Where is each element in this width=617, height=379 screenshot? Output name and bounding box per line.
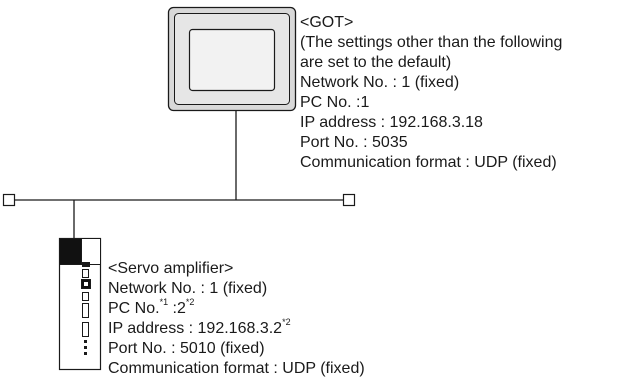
got-settings: <GOT> (The settings other than the follo… bbox=[300, 13, 562, 173]
servo-ip-address: IP address : 192.168.3.2*2 bbox=[108, 316, 365, 339]
got-ip-address: IP address : 192.168.3.18 bbox=[300, 114, 483, 131]
got-panel-icon bbox=[167, 6, 297, 112]
network-cable bbox=[14, 111, 344, 238]
got-network-no: Network No. : 1 (fixed) bbox=[300, 74, 460, 91]
left-terminator-icon bbox=[2, 193, 16, 207]
servo-amplifier-icon bbox=[58, 237, 102, 371]
servo-pc-no: PC No.*1 :2*2 bbox=[108, 296, 365, 319]
got-pc-no: PC No. :1 bbox=[300, 94, 370, 111]
got-line-2: are set to the default) bbox=[300, 54, 452, 71]
servo-pc-note-1: *1 bbox=[159, 296, 169, 307]
servo-port-no: Port No. : 5010 (fixed) bbox=[108, 340, 265, 357]
right-terminator-icon bbox=[342, 193, 356, 207]
servo-title: <Servo amplifier> bbox=[108, 260, 234, 277]
servo-settings: <Servo amplifier> Network No. : 1 (fixed… bbox=[108, 259, 365, 379]
got-port-no: Port No. : 5035 bbox=[300, 134, 408, 151]
servo-ip-label: IP address : 192.168.3.2 bbox=[108, 320, 283, 337]
servo-pc-label: PC No. bbox=[108, 300, 160, 317]
servo-pc-value: :2 bbox=[168, 300, 186, 317]
got-line-1: (The settings other than the following bbox=[300, 34, 563, 51]
servo-pc-note-2: *2 bbox=[185, 296, 195, 307]
got-title: <GOT> bbox=[300, 14, 354, 31]
got-comm-format: Communication format : UDP (fixed) bbox=[300, 154, 557, 171]
servo-comm-format: Communication format : UDP (fixed) bbox=[108, 360, 365, 377]
servo-network-no: Network No. : 1 (fixed) bbox=[108, 280, 268, 297]
servo-ip-note: *2 bbox=[282, 316, 291, 327]
